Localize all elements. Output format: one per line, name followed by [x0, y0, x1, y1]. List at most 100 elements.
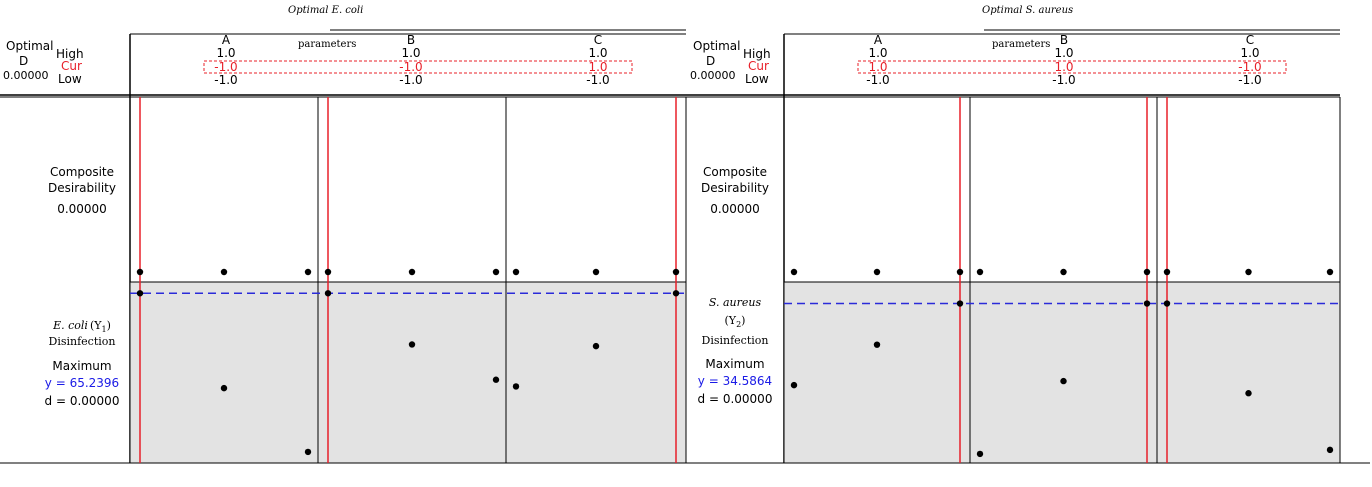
- composite-point-A: [136, 268, 144, 276]
- factor-high-B: 1.0: [401, 46, 420, 60]
- response-name-paren: (Y: [725, 314, 737, 327]
- composite-label-line1: Composite: [50, 165, 114, 179]
- response-point-B: [408, 341, 416, 348]
- d-label: D: [19, 54, 28, 68]
- response-goal: Maximum: [705, 357, 764, 371]
- panel-s-aureus: Optimal S. aureusparametersOptimalD0.000…: [686, 5, 1370, 464]
- response-point-C: [672, 290, 680, 297]
- panel-e-coli: Optimal E. coliparametersOptimalD0.00000…: [0, 5, 687, 464]
- response-label: Disinfection: [49, 335, 116, 348]
- composite-point-B: [408, 268, 416, 276]
- composite-label-line2: Desirability: [48, 181, 116, 195]
- composite-point-C: [1245, 268, 1252, 276]
- composite-point-A: [790, 268, 798, 276]
- response-name-subscript: 1: [102, 325, 107, 334]
- factor-low-C: -1.0: [586, 73, 609, 87]
- response-y-value: y = 34.5864: [698, 374, 772, 388]
- response-point-A: [956, 300, 964, 307]
- response-name-line2: (Y2): [725, 314, 746, 329]
- composite-label-line2: Desirability: [701, 181, 769, 195]
- response-point-B: [976, 450, 984, 458]
- response-area-background: [130, 282, 686, 463]
- composite-point-A: [956, 268, 964, 276]
- response-y-value: y = 65.2396: [45, 376, 119, 390]
- response-point-C: [1163, 300, 1171, 307]
- factor-high-C: 1.0: [588, 46, 607, 60]
- composite-point-C: [1163, 268, 1171, 276]
- response-point-C: [1326, 446, 1334, 454]
- response-name: E. coli(Y1): [52, 319, 111, 334]
- response-point-C: [592, 342, 600, 350]
- factor-cur-B: -1.0: [399, 60, 422, 74]
- factor-cur-A: 1.0: [868, 60, 887, 74]
- cur-label: Cur: [61, 59, 82, 73]
- response-point-B: [1060, 377, 1067, 385]
- optimal-label: Optimal: [6, 39, 53, 53]
- response-point-C: [512, 383, 520, 390]
- response-point-A: [304, 448, 312, 456]
- factor-high-C: 1.0: [1240, 46, 1259, 60]
- composite-point-C: [592, 268, 600, 276]
- composite-value: 0.00000: [57, 202, 107, 216]
- factor-high-A: 1.0: [868, 46, 887, 60]
- response-name-close: ): [107, 319, 111, 332]
- header-subtitle: parameters: [298, 39, 356, 50]
- factor-name-C: C: [1246, 33, 1254, 47]
- high-label: High: [56, 47, 84, 61]
- factor-low-A: -1.0: [214, 73, 237, 87]
- header-title: Optimal S. aureus: [982, 5, 1073, 16]
- response-point-B: [492, 376, 500, 383]
- composite-value: 0.00000: [710, 202, 760, 216]
- d-value: 0.00000: [3, 69, 49, 82]
- response-point-A: [136, 290, 144, 297]
- factor-cur-C: 1.0: [588, 60, 607, 74]
- response-d-value: d = 0.00000: [45, 394, 120, 408]
- composite-point-B: [492, 268, 500, 276]
- factor-name-A: A: [874, 33, 883, 47]
- factor-name-C: C: [594, 33, 602, 47]
- header-title: Optimal E. coli: [288, 5, 363, 16]
- high-label: High: [743, 47, 771, 61]
- factor-cur-A: -1.0: [214, 60, 237, 74]
- response-goal: Maximum: [52, 359, 111, 373]
- factor-cur-C: -1.0: [1238, 60, 1261, 74]
- response-name-italic: E. coli: [52, 319, 88, 332]
- low-label: Low: [745, 72, 769, 86]
- factor-low-A: -1.0: [866, 73, 889, 87]
- composite-point-C: [672, 268, 680, 276]
- d-label: D: [706, 54, 715, 68]
- composite-point-C: [512, 268, 520, 276]
- composite-point-B: [1060, 268, 1067, 276]
- response-point-B: [324, 290, 332, 297]
- composite-point-B: [976, 268, 984, 276]
- composite-label-line1: Composite: [703, 165, 767, 179]
- factor-cur-B: 1.0: [1054, 60, 1073, 74]
- response-point-C: [1245, 390, 1252, 397]
- factor-high-A: 1.0: [216, 46, 235, 60]
- factor-low-C: -1.0: [1238, 73, 1261, 87]
- composite-point-B: [1143, 268, 1151, 276]
- response-point-B: [1143, 300, 1151, 307]
- response-name-subscript: 2: [736, 320, 741, 329]
- composite-point-A: [873, 268, 881, 276]
- factor-high-B: 1.0: [1054, 46, 1073, 60]
- response-name: S. aureus: [709, 296, 762, 309]
- cur-label: Cur: [748, 59, 769, 73]
- factor-low-B: -1.0: [1052, 73, 1075, 87]
- response-area-background: [784, 282, 1340, 463]
- composite-point-A: [220, 268, 228, 276]
- factor-low-B: -1.0: [399, 73, 422, 87]
- composite-point-C: [1326, 268, 1334, 276]
- composite-point-A: [304, 268, 312, 276]
- response-d-value: d = 0.00000: [698, 392, 773, 406]
- response-point-A: [220, 384, 228, 392]
- low-label: Low: [58, 72, 82, 86]
- d-value: 0.00000: [690, 69, 736, 82]
- factor-name-B: B: [1060, 33, 1068, 47]
- factor-name-A: A: [222, 33, 231, 47]
- response-point-A: [790, 381, 798, 389]
- header-subtitle: parameters: [992, 39, 1050, 50]
- response-label: Disinfection: [702, 334, 769, 347]
